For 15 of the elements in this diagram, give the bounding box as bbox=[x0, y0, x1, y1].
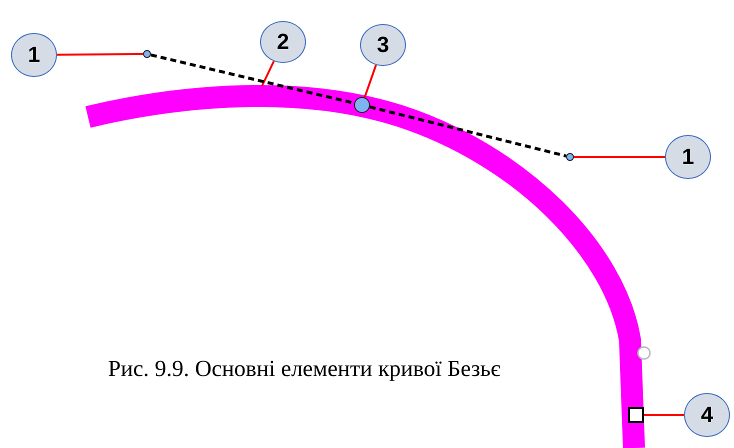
callout-number: 4 bbox=[684, 393, 730, 437]
figure-caption: Рис. 9.9. Основні елементи кривої Безьє bbox=[108, 356, 501, 382]
leader-line bbox=[644, 414, 684, 416]
leader-line bbox=[261, 60, 275, 86]
leader-line bbox=[574, 156, 665, 158]
control-point bbox=[143, 50, 151, 58]
callout-number: 1 bbox=[11, 33, 57, 77]
callout-number: 3 bbox=[360, 24, 406, 66]
leader-line bbox=[57, 53, 144, 56]
node-marker bbox=[628, 407, 644, 423]
control-point bbox=[566, 153, 574, 161]
leader-line bbox=[364, 64, 377, 98]
callout-number: 2 bbox=[260, 21, 306, 63]
callout-number: 1 bbox=[665, 135, 711, 179]
tangent-line bbox=[369, 105, 566, 158]
